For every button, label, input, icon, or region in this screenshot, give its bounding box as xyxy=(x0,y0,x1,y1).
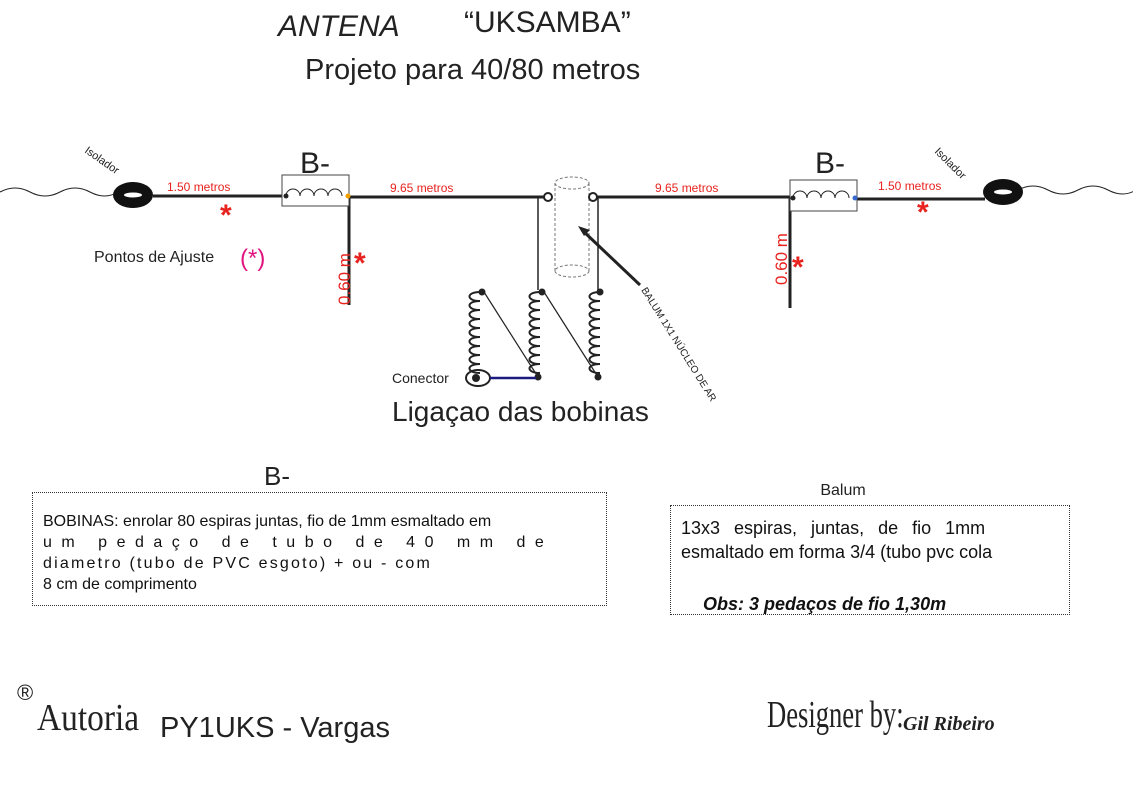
balum-line-2: esmaltado em forma 3/4 (tubo pvc cola xyxy=(681,542,993,562)
balum-description-box: 13x3 espiras, juntas, de fio 1mm esmalta… xyxy=(670,505,1070,615)
balum-cylinder-icon xyxy=(554,176,590,278)
left-coil-label: B- xyxy=(300,147,330,180)
title-antena: ANTENA xyxy=(276,10,400,43)
adjust-mark-3: * xyxy=(792,251,804,284)
left-guy-wire xyxy=(0,187,119,197)
bobinas-description-box: BOBINAS: enrolar 80 espiras juntas, fio … xyxy=(32,492,607,606)
subtitle: Projeto para 40/80 metros xyxy=(305,54,640,86)
author-name: PY1UKS - Vargas xyxy=(160,712,390,744)
autoria-label: Autoria xyxy=(37,696,139,738)
bobinas-line-4: 8 cm de comprimento xyxy=(43,576,197,593)
dipole-wires xyxy=(153,194,985,308)
adjust-mark-1: * xyxy=(220,199,232,232)
designer-label: Designer by: xyxy=(767,695,904,737)
adjust-mark-2: * xyxy=(354,247,366,280)
isolador-right-label: Isolador xyxy=(932,146,968,182)
right-coil-icon xyxy=(789,179,858,212)
right-insulator-icon xyxy=(983,179,1023,205)
balum-arrow-icon xyxy=(578,226,642,287)
left-coil-icon xyxy=(281,174,351,207)
adjust-mark-4: * xyxy=(917,196,929,229)
left-insulator-icon xyxy=(113,182,153,208)
balum-obs: Obs: 3 pedaços de fio 1,30m xyxy=(703,594,947,614)
title-name: “UKSAMBA” xyxy=(464,6,631,39)
balum-line-1: 13x3 espiras, juntas, de fio 1mm xyxy=(681,518,986,538)
length-left-inner: 9.65 metros xyxy=(390,181,453,195)
length-right-outer: 1.50 metros xyxy=(878,179,941,193)
registered-mark: ® xyxy=(17,680,33,705)
coil-ends xyxy=(478,288,604,381)
right-coil-label: B- xyxy=(815,147,845,180)
designer-name: Gil Ribeiro xyxy=(903,713,995,735)
right-guy-wire xyxy=(1017,185,1133,195)
length-right-inner: 9.65 metros xyxy=(655,181,718,195)
connector-icon xyxy=(465,369,536,387)
bobinas-line-2: um pedaço de tubo de 40 mm de xyxy=(43,534,554,551)
balum-terminals xyxy=(543,192,598,202)
adjust-label: Pontos de Ajuste xyxy=(94,249,214,266)
stub-left-label: 0.60 m xyxy=(335,253,354,305)
wiring-title: Ligaçao das bobinas xyxy=(392,396,649,427)
balum-heading: Balum xyxy=(820,482,865,499)
bobinas-heading: B- xyxy=(264,461,290,491)
bobinas-line-3: diametro (tubo de PVC esgoto) + ou - com xyxy=(43,555,433,572)
adjust-symbol: (*) xyxy=(240,245,265,272)
balum-label: BALUM 1X1 NÚCLEO DE AR xyxy=(638,285,719,404)
wiring-coils-icon xyxy=(468,291,601,378)
bobinas-line-1: BOBINAS: enrolar 80 espiras juntas, fio … xyxy=(43,513,492,530)
isolador-left-label: Isolador xyxy=(82,145,121,177)
stub-right-label: 0.60 m xyxy=(772,233,791,285)
connector-label: Conector xyxy=(392,370,449,386)
length-left-outer: 1.50 metros xyxy=(167,180,230,194)
